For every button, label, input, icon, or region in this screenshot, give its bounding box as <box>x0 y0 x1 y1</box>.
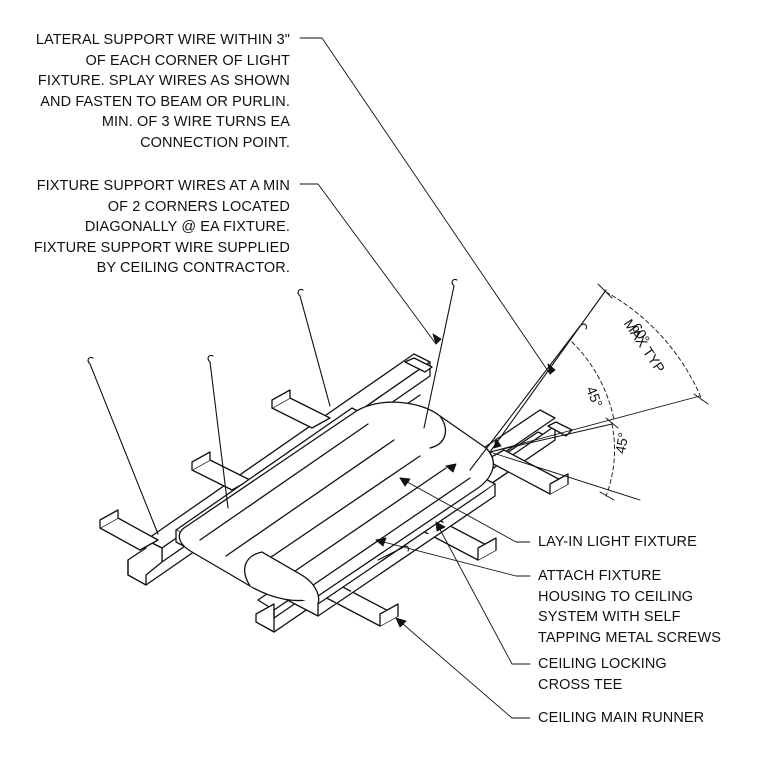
angle-guides <box>489 283 709 501</box>
note-line: DIAGONALLY @ EA FIXTURE. <box>84 219 290 235</box>
note-line: CEILING LOCKING <box>538 656 667 672</box>
note-line: CROSS TEE <box>538 676 623 693</box>
note-ceiling-cross-tee: CEILING LOCKING CROSS TEE <box>538 654 667 695</box>
fixture-support-wires <box>87 278 458 561</box>
cross-tee-rear-left <box>191 389 331 491</box>
note-lay-in-light-fixture: LAY-IN LIGHT FIXTURE <box>538 532 697 553</box>
note-line: AND FASTEN TO BEAM OR PURLIN. <box>40 93 290 110</box>
note-line: LATERAL SUPPORT WIRE WITHIN 3" <box>35 32 290 48</box>
note-line: FIXTURE. SPLAY WIRES AS SHOWN <box>37 73 290 89</box>
note-line: CONNECTION POINT. <box>140 134 290 151</box>
cross-tee-left-stubs <box>99 509 159 551</box>
note-attach-fixture-housing: ATTACH FIXTURE HOUSING TO CEILING SYSTEM… <box>538 566 721 648</box>
note-line: HOUSING TO CEILING <box>538 588 694 605</box>
note-line: OF 2 CORNERS LOCATED <box>107 198 290 215</box>
note-line: FIXTURE SUPPORT WIRE SUPPLIED <box>33 239 290 256</box>
note-line: TAPPING METAL SCREWS <box>538 629 722 646</box>
note-line: MIN. OF 3 WIRE TURNS EA <box>101 114 290 130</box>
light-fixture <box>175 401 496 617</box>
note-line: LAY-IN LIGHT FIXTURE <box>538 534 697 550</box>
note-line: BY CEILING CONTRACTOR. <box>96 260 290 276</box>
note-line: CEILING MAIN RUNNER <box>538 710 705 726</box>
note-line: OF EACH CORNER OF LIGHT <box>85 52 290 69</box>
note-ceiling-main-runner: CEILING MAIN RUNNER <box>538 708 704 729</box>
leader-lines <box>299 37 556 719</box>
note-line: SYSTEM WITH SELF <box>538 609 681 625</box>
note-lateral-support-wire: LATERAL SUPPORT WIRE WITHIN 3" OF EACH C… <box>10 30 290 153</box>
note-line: FIXTURE SUPPORT WIRES AT A MIN <box>36 178 290 194</box>
note-line: ATTACH FIXTURE <box>538 568 662 584</box>
note-fixture-support-wires: FIXTURE SUPPORT WIRES AT A MIN OF 2 CORN… <box>10 176 290 279</box>
